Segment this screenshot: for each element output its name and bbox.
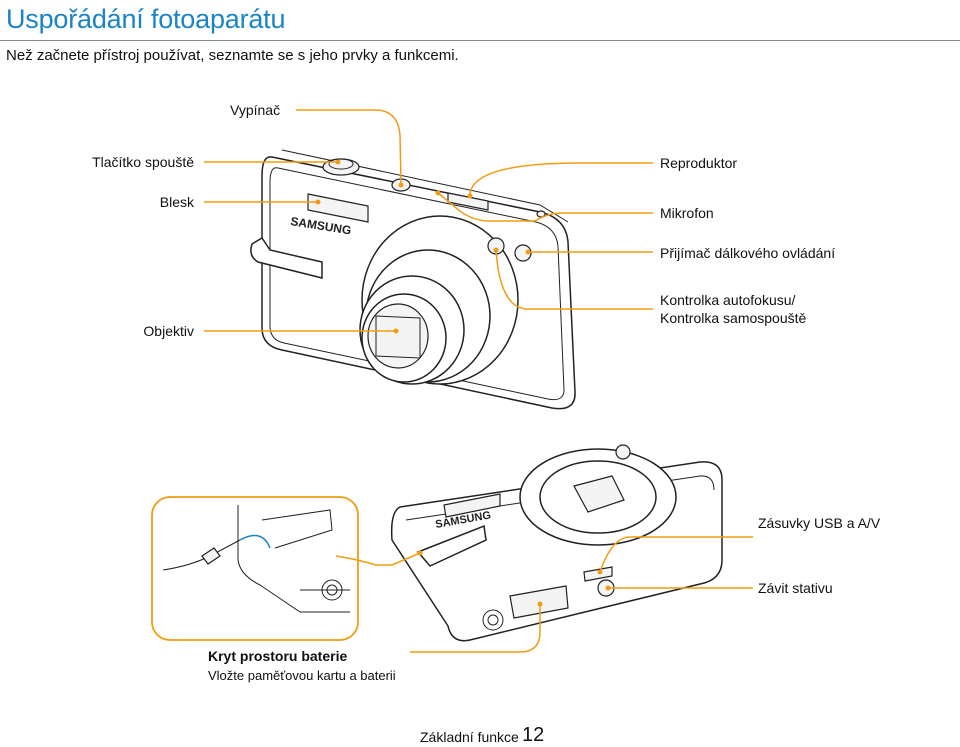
label-remote-receiver: Přijímač dálkového ovládání (660, 245, 836, 261)
footer-section: Základní funkce (420, 729, 519, 745)
label-speaker: Reproduktor (660, 155, 738, 171)
page-number: 12 (522, 724, 545, 746)
front-callouts (204, 109, 653, 334)
front-camera-drawing: SAMSUNG (250, 149, 576, 410)
title-divider (0, 40, 960, 41)
bottom-callouts (335, 536, 753, 653)
strap-detail-inset (151, 496, 359, 641)
page-title: Uspořádání fotoaparátu (6, 4, 286, 34)
label-microphone: Mikrofon (660, 205, 714, 221)
label-battery-note: Vložte paměťovou kartu a baterii (208, 668, 396, 683)
label-lens: Objektiv (143, 323, 194, 339)
label-af-lamp-line1: Kontrolka autofokusu/ (660, 292, 796, 308)
label-af-lamp-line2: Kontrolka samospouště (660, 310, 807, 326)
label-usb-av-port: Zásuvky USB a A/V (758, 515, 881, 531)
page-subtitle: Než začnete přístroj používat, seznamte … (6, 47, 459, 64)
label-battery-cover: Kryt prostoru baterie (208, 648, 348, 664)
bottom-camera-drawing: SAMSUNG (390, 444, 723, 642)
label-flash: Blesk (159, 194, 194, 210)
label-power-button: Vypínač (230, 102, 281, 118)
label-tripod-mount: Závit stativu (758, 580, 833, 596)
label-shutter-button: Tlačítko spouště (92, 154, 194, 170)
